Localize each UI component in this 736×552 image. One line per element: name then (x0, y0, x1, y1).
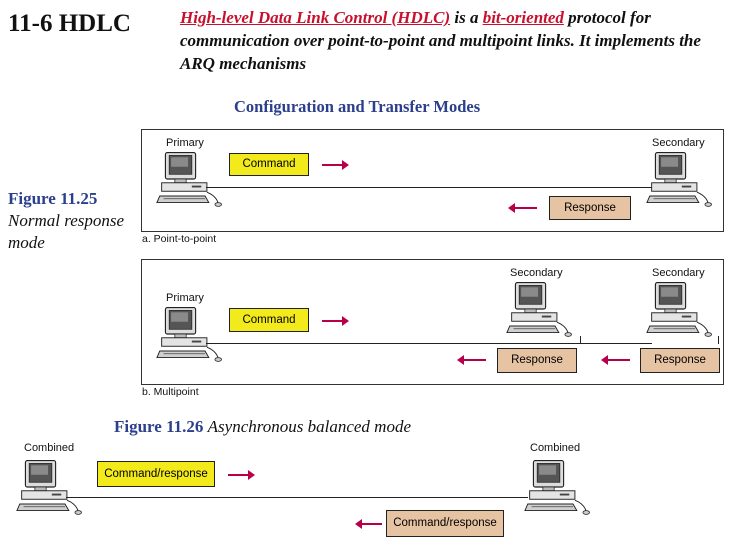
combined-label-left: Combined (24, 442, 75, 454)
command-box: Command (229, 153, 309, 176)
command-arrow (322, 160, 349, 170)
bus-drop-2 (718, 336, 719, 344)
combined-label-right: Combined (530, 442, 581, 454)
secondary-label-2: Secondary (652, 267, 705, 279)
response-arrow-2 (601, 355, 630, 365)
secondary-computer-icon (646, 152, 712, 207)
response-box-2: Response (640, 348, 720, 373)
secondary-label: Secondary (652, 137, 705, 149)
combined-computer-icon-left (16, 460, 82, 515)
figure-11-26-name: Asynchronous balanced mode (207, 417, 411, 436)
intro-connector: is a (450, 8, 483, 27)
figure-11-26-number: Figure 11.26 (114, 417, 204, 436)
figure-11-26-label: Figure 11.26 Asynchronous balanced mode (114, 416, 411, 438)
abm-arrow-left (355, 519, 382, 529)
secondary-computer-icon-2 (646, 282, 712, 337)
multipoint-caption: b. Multipoint (142, 386, 199, 398)
primary-label: Primary (166, 137, 204, 149)
figure-11-25-number: Figure 11.25 (8, 189, 98, 208)
secondary-label-1: Secondary (510, 267, 563, 279)
command-arrow-multipoint (322, 316, 349, 326)
primary-computer-icon-multipoint (156, 307, 222, 362)
figure-11-25-name-line1: Normal response (8, 211, 125, 230)
command-box-multipoint: Command (229, 308, 309, 332)
link-line (206, 187, 652, 188)
section-title: Configuration and Transfer Modes (234, 97, 481, 116)
response-arrow (508, 203, 537, 213)
intro-rest: protocol for communication over point-to… (180, 8, 701, 73)
figure-11-25-label: Figure 11.25 Normal response mode (8, 188, 124, 254)
response-box-1: Response (497, 348, 577, 373)
secondary-computer-icon-1 (506, 282, 572, 337)
primary-label-multipoint: Primary (166, 292, 204, 304)
abm-link-line (66, 497, 528, 498)
hdlc-term: High-level Data Link Control (HDLC) (180, 8, 451, 27)
primary-computer-icon (156, 152, 222, 207)
response-arrow-1 (457, 355, 486, 365)
command-response-box-bottom: Command/response (386, 510, 504, 537)
point-to-point-panel (141, 129, 724, 232)
figure-11-25-name-line2: mode (8, 233, 45, 252)
multipoint-bus-line (206, 343, 652, 344)
bit-oriented-term: bit-oriented (482, 8, 564, 27)
bus-drop-1 (580, 336, 581, 344)
combined-computer-icon-right (524, 460, 590, 515)
command-response-box-top: Command/response (97, 461, 215, 487)
abm-arrow-right (228, 470, 255, 480)
intro-text: High-level Data Link Control (HDLC) is a… (180, 6, 730, 75)
response-box: Response (549, 196, 631, 220)
point-to-point-caption: a. Point-to-point (142, 233, 217, 245)
slide-title: 11-6 HDLC (8, 10, 131, 37)
